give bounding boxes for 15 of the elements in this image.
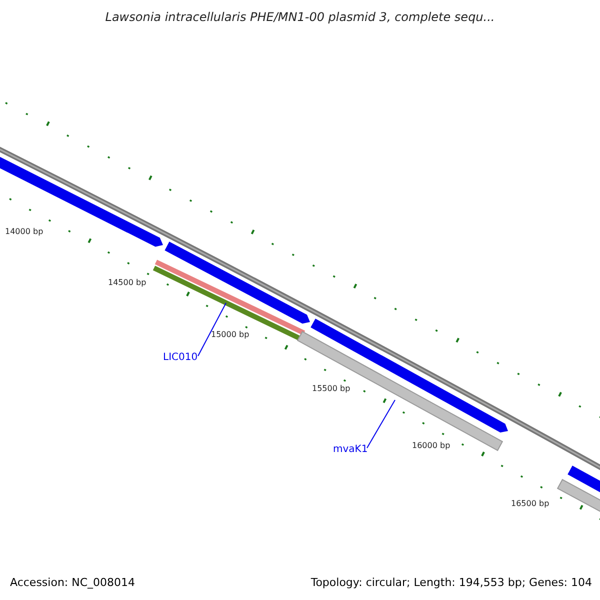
leader-line bbox=[198, 302, 226, 356]
scale-label: 16500 bp bbox=[511, 499, 550, 508]
scale-label: 15500 bp bbox=[312, 384, 350, 393]
footer-text: Accession: NC_008014 bbox=[10, 576, 136, 589]
gene-bar bbox=[296, 330, 504, 452]
scale-label: 14500 bp bbox=[108, 278, 146, 287]
scale-label: 16000 bp bbox=[412, 441, 450, 450]
gene-label: mvaK1 bbox=[333, 444, 368, 455]
gene-label: LIC010 bbox=[163, 352, 198, 363]
footer-text: Topology: circular; Length: 194,553 bp; Genes: 104 bbox=[310, 576, 592, 589]
title: Lawsonia intracellularis PHE/MN1-00 plasmid 3, complete sequ... bbox=[104, 10, 496, 24]
scale-label: 15000 bp bbox=[211, 330, 250, 339]
gene-bar bbox=[152, 260, 306, 342]
leader-line bbox=[366, 400, 396, 448]
scale-label: 14000 bp bbox=[5, 227, 44, 236]
